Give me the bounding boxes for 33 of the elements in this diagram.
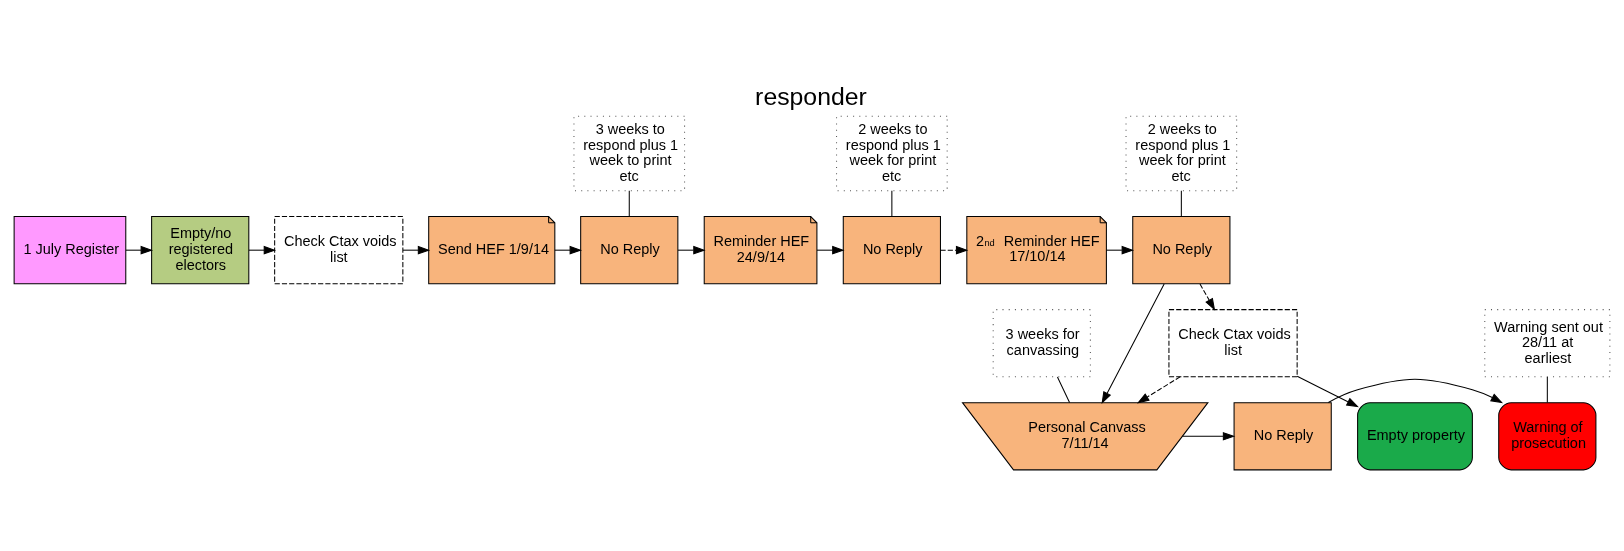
arrow [402,245,431,255]
arrow [1105,245,1135,255]
node-box: 3 weeks to respond plus 1 week to print etc [573,115,686,192]
node-box: No Reply [842,216,941,285]
node-box: Warning of prosecution [1498,402,1597,471]
node-box: Empty/no registered electors [151,216,250,285]
arrow [248,245,277,255]
arrow [816,245,845,255]
connector [1546,376,1548,403]
arrow [1296,375,1359,408]
connector [1056,376,1071,403]
connector [628,190,630,217]
connector [1180,190,1182,217]
arrow [1101,283,1165,404]
node-box: Empty property [1357,402,1473,471]
arrow [1136,376,1181,404]
node-box: 3 weeks for canvassing [992,309,1091,378]
node-box: Warning sent out 28/11 at earliest [1484,309,1611,378]
node-box: No Reply [580,216,679,285]
node-box: No Reply [1233,402,1332,471]
diagram-title: responder [755,83,867,111]
node-box: 2 weeks to respond plus 1 week for print etc [1125,115,1238,192]
arrow [1181,431,1236,441]
node-box: 2 weeks to respond plus 1 week for print etc [836,115,948,192]
arrow [1199,283,1216,311]
node-box: Check Ctax voids list [1168,309,1298,378]
node-box: Check Ctax voids list [274,216,404,285]
arrow [677,245,706,255]
node-box: No Reply [1132,216,1231,285]
connector [891,190,893,217]
arrow [1327,378,1503,404]
node-box: 1 July Register [13,216,127,285]
arrow [939,245,969,255]
